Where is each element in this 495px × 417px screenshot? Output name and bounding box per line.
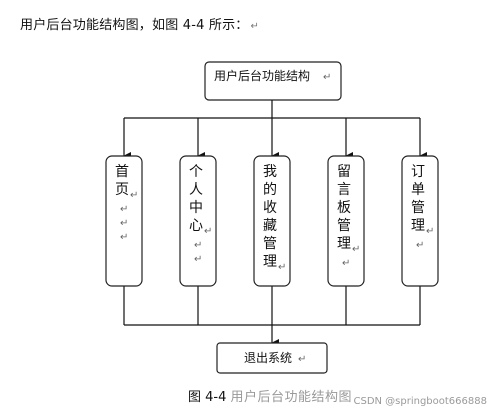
caption-label: 图 4-4	[188, 390, 227, 405]
module-box	[179, 155, 217, 287]
module-label-char: 我	[263, 164, 277, 180]
module-return-mark: ↵	[130, 190, 138, 201]
module-box	[327, 155, 365, 287]
intro-sentence: 用户后台功能结构图，如图 4-4 所示：	[20, 18, 249, 33]
intro-return-mark: ↵	[250, 21, 260, 32]
module-return-mark: ↵	[352, 244, 360, 255]
figure-caption: 图 4-4 用户后台功能结构图	[188, 386, 352, 405]
module-label-char: 藏	[263, 218, 277, 234]
module-label-char: 管	[263, 236, 277, 252]
exit-label: 退出系统	[244, 351, 292, 365]
exit-return-mark: ↵	[298, 354, 306, 365]
module-label-char: 板	[337, 200, 351, 216]
module-label-char: 管	[337, 218, 351, 234]
module-box	[105, 155, 143, 287]
module-box	[401, 155, 439, 287]
module-label-char: 理	[411, 218, 425, 234]
module-label-char: 人	[189, 182, 203, 198]
module-return-mark: ↵	[416, 240, 424, 251]
root-return-mark: ↵	[323, 72, 331, 83]
module-label-char: 订	[411, 164, 425, 180]
module-label-char: 单	[411, 182, 425, 198]
caption-title: 用户后台功能结构图	[230, 390, 353, 405]
module-label-char: 心	[189, 218, 203, 234]
module-label-char: 理	[263, 254, 277, 270]
module-label-char: 收	[263, 200, 277, 216]
module-label-char: 个	[189, 164, 203, 180]
module-return-mark: ↵	[194, 240, 202, 251]
module-label-char: 管	[411, 200, 425, 216]
module-label-char: 的	[263, 182, 277, 198]
module-label-char: 中	[189, 200, 203, 216]
watermark: CSDN @springboot666888	[353, 396, 487, 407]
intro-text: 用户后台功能结构图，如图 4-4 所示：↵	[20, 14, 259, 33]
module-return-mark: ↵	[342, 258, 350, 269]
module-label-char: 页	[115, 182, 129, 198]
module-return-mark: ↵	[204, 226, 212, 237]
module-return-mark: ↵	[426, 226, 434, 237]
module-label-char: 留	[337, 164, 351, 180]
module-return-mark: ↵	[120, 204, 128, 215]
root-label: 用户后台功能结构	[214, 68, 310, 83]
module-return-mark: ↵	[120, 232, 128, 243]
module-return-mark: ↵	[278, 262, 286, 273]
exit-box	[216, 342, 328, 374]
module-return-mark: ↵	[194, 254, 202, 265]
root-box	[204, 61, 342, 101]
module-return-mark: ↵	[120, 218, 128, 229]
module-label-char: 理	[337, 236, 351, 252]
module-label-char: 首	[115, 164, 129, 180]
module-label-char: 言	[337, 182, 351, 198]
module-box	[253, 155, 291, 287]
